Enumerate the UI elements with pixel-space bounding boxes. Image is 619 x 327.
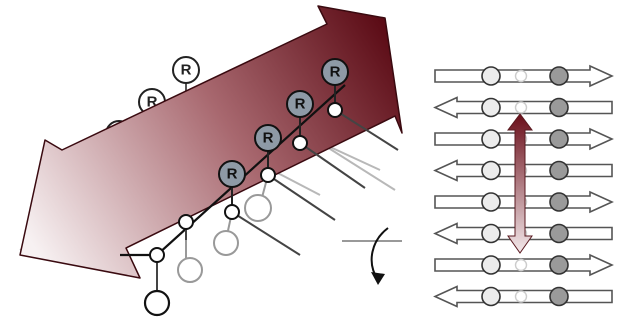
strand-node-filled	[549, 66, 569, 86]
strand-node-open	[481, 66, 501, 86]
terminal-atom	[143, 289, 171, 317]
strand-left	[433, 96, 613, 119]
strand-node-open	[481, 160, 501, 181]
front-nodes	[149, 102, 343, 263]
strand-arrow	[433, 285, 613, 308]
strand-node-filled	[549, 286, 569, 307]
front-residue: R	[286, 90, 314, 118]
strand-node-filled	[549, 255, 569, 275]
residue-label: R	[147, 94, 158, 111]
rotation-arrow-icon	[342, 227, 402, 285]
strand-midpoint	[514, 101, 528, 114]
side-chain-atoms	[177, 194, 272, 283]
strand-node-filled	[549, 129, 569, 149]
strand-node-open	[481, 129, 501, 149]
left-panel: R R R R	[19, 5, 403, 317]
front-residue: R	[254, 124, 282, 152]
strand-node-open	[481, 286, 501, 307]
stacking-direction-arrow	[19, 5, 403, 279]
strand-left	[433, 285, 613, 308]
residue-label: R	[263, 130, 274, 147]
strand-midpoint	[514, 69, 528, 83]
strand-midpoint	[514, 258, 528, 272]
strand-node-filled	[549, 223, 569, 244]
strand-arrow	[434, 253, 614, 277]
strand-node-open	[481, 255, 501, 275]
front-residues: R R R R	[218, 58, 349, 188]
front-residue: R	[321, 58, 349, 86]
strand-node-open	[481, 192, 501, 212]
strand-arrow	[434, 64, 614, 88]
strand-node-filled	[549, 192, 569, 212]
strand-node-filled	[549, 97, 569, 118]
back-residue: R	[172, 56, 200, 84]
residue-label: R	[295, 96, 306, 113]
strand-right	[434, 253, 614, 277]
strand-node-open	[481, 97, 501, 118]
strand-right	[434, 64, 614, 88]
residue-label: R	[181, 62, 192, 79]
strand-node-open	[481, 223, 501, 244]
residue-label: R	[330, 64, 341, 81]
strand-midpoint	[514, 290, 528, 303]
front-residue: R	[218, 160, 246, 188]
strand-arrow	[433, 96, 613, 119]
interstrand-arrow	[507, 113, 533, 254]
residue-label: R	[227, 166, 238, 183]
strand-node-filled	[549, 160, 569, 181]
